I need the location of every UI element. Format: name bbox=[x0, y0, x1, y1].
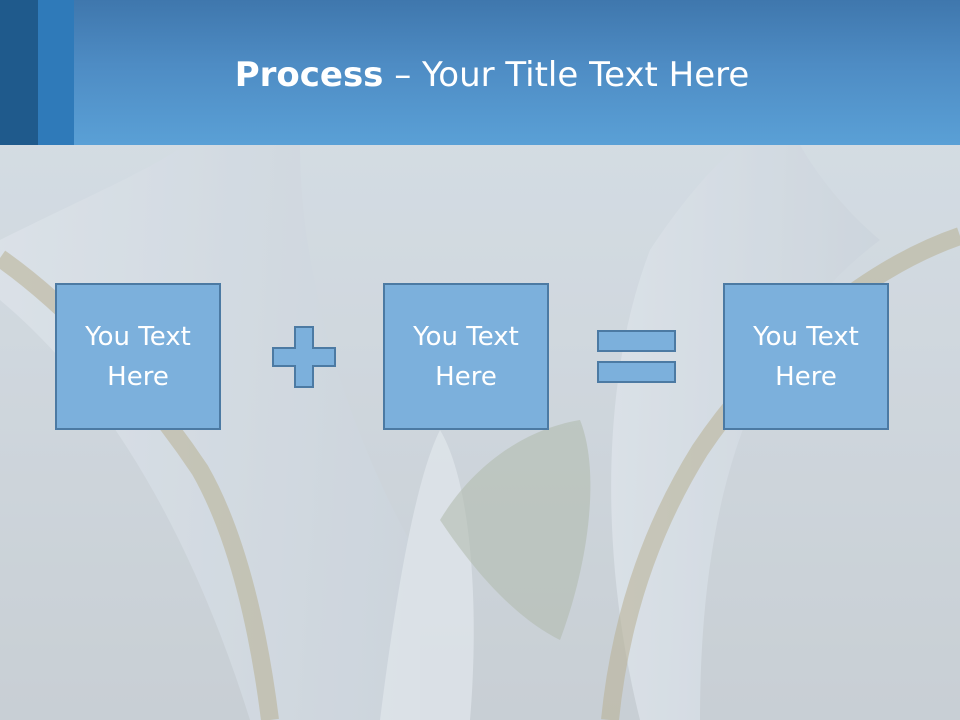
title-bold: Process bbox=[234, 55, 384, 95]
process-box-1[interactable]: You Text Here bbox=[55, 283, 221, 430]
box-text-line: You Text bbox=[413, 321, 519, 352]
plus-icon bbox=[272, 326, 336, 388]
box-text-line: Here bbox=[775, 361, 837, 392]
slide-title: Process – Your Title Text Here bbox=[74, 52, 910, 98]
box-text-line: You Text bbox=[85, 321, 191, 352]
box-text-line: You Text bbox=[753, 321, 859, 352]
header-accent-stripe bbox=[38, 0, 74, 145]
equals-icon bbox=[597, 330, 676, 383]
box-text-line: Here bbox=[107, 361, 169, 392]
process-box-2[interactable]: You Text Here bbox=[383, 283, 549, 430]
title-rest: – Your Title Text Here bbox=[383, 55, 750, 95]
header-accent-stripe bbox=[0, 0, 38, 145]
title-bar: Process – Your Title Text Here bbox=[0, 0, 960, 145]
box-text-line: Here bbox=[435, 361, 497, 392]
process-box-3[interactable]: You Text Here bbox=[723, 283, 889, 430]
